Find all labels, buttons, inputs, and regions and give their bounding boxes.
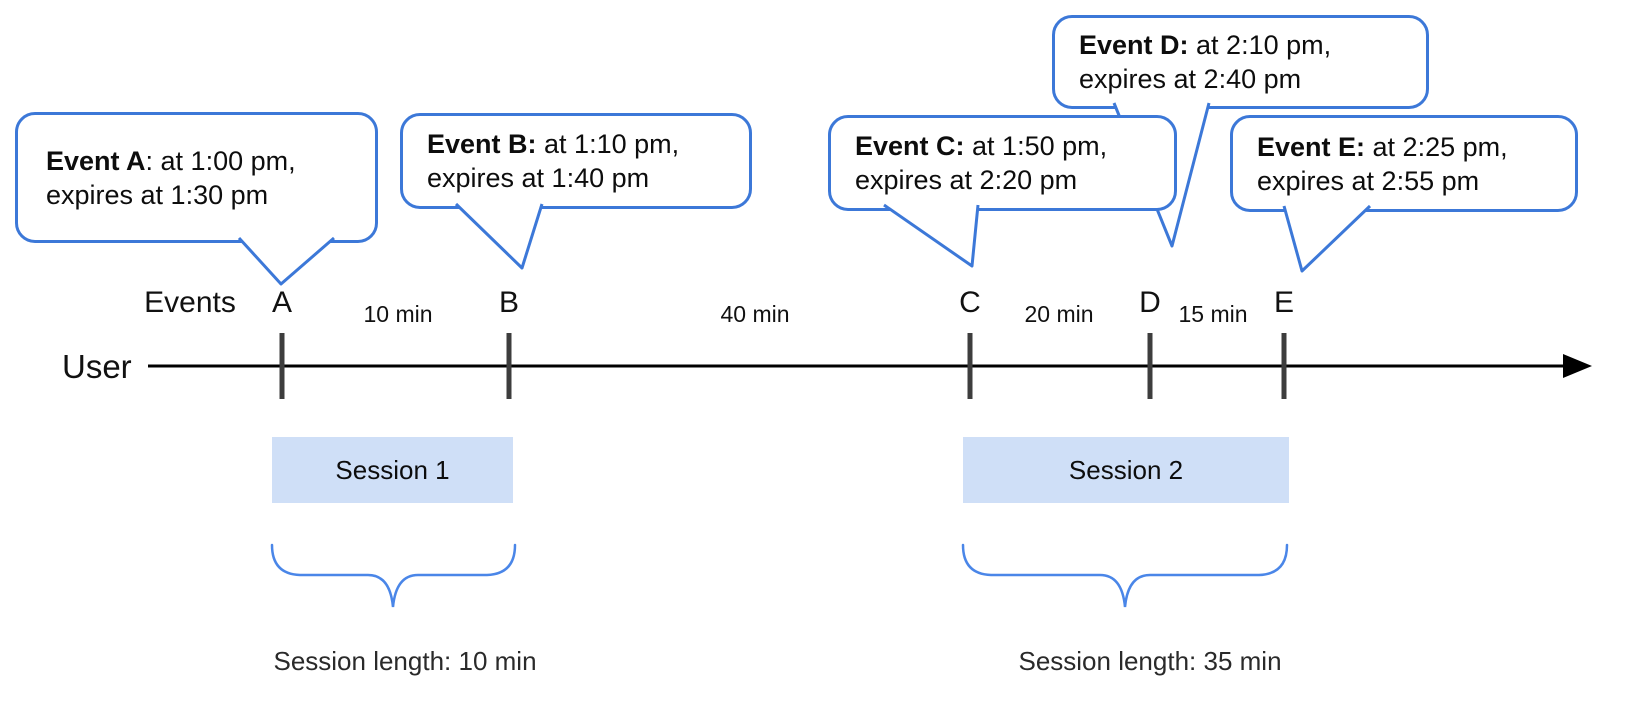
interval-label-d-e: 15 min xyxy=(1178,301,1248,327)
session-1-label: Session 1 xyxy=(335,454,450,485)
marker-label-b: B xyxy=(498,286,520,319)
callout-event-c: Event C: at 1:50 pm, expires at 2:20 pm xyxy=(828,115,1177,211)
callout-event-b-title: Event B: xyxy=(427,129,537,159)
session-2-length-caption: Session length: 35 min xyxy=(1018,646,1282,676)
callout-event-a-expiry: expires at 1:30 pm xyxy=(46,179,269,210)
session-1-length-caption: Session length: 10 min xyxy=(273,646,537,676)
session-2-label: Session 2 xyxy=(1068,454,1184,485)
user-row-label: User xyxy=(62,348,132,385)
callout-event-e-expiry: expires at 2:55 pm xyxy=(1257,165,1480,196)
marker-label-c: C xyxy=(959,286,981,319)
callout-event-e-line1: Event E: at 2:25 pm, xyxy=(1257,130,1575,164)
brace-session-1 xyxy=(270,543,517,608)
events-row-label: Events xyxy=(144,286,236,319)
marker-label-e: E xyxy=(1273,286,1295,319)
callout-event-b-expiry: expires at 1:40 pm xyxy=(427,163,650,193)
bubble-tail-a xyxy=(237,236,335,286)
callout-event-c-expiry: expires at 2:20 pm xyxy=(855,165,1078,195)
callout-event-a-time: : at 1:00 pm, xyxy=(145,145,296,176)
callout-event-c-line1: Event C: at 1:50 pm, xyxy=(855,129,1174,163)
callout-event-a-line1: Event A: at 1:00 pm, xyxy=(46,144,375,178)
marker-label-a: A xyxy=(271,286,293,319)
callout-event-b: Event B: at 1:10 pm, expires at 1:40 pm xyxy=(400,113,752,209)
callout-event-d: Event D: at 2:10 pm, expires at 2:40 pm xyxy=(1052,15,1429,109)
bubble-tail-e xyxy=(1282,204,1372,273)
callout-event-d-time: at 2:10 pm, xyxy=(1188,30,1332,60)
bubble-tail-c xyxy=(883,203,980,268)
callout-event-c-title: Event C: xyxy=(855,131,965,161)
timeline-arrowhead-icon xyxy=(1563,354,1592,378)
session-2-box: Session 2 xyxy=(963,437,1289,503)
callout-event-e-time: at 2:25 pm, xyxy=(1365,131,1508,162)
session-1-box: Session 1 xyxy=(272,437,513,503)
callout-event-e: Event E: at 2:25 pm, expires at 2:55 pm xyxy=(1230,115,1578,212)
bubble-tail-b xyxy=(454,202,544,270)
callout-event-b-line1: Event B: at 1:10 pm, xyxy=(427,127,749,161)
interval-label-b-c: 40 min xyxy=(720,301,790,327)
callout-event-c-time: at 1:50 pm, xyxy=(964,131,1108,161)
callout-event-e-title: Event E: xyxy=(1257,131,1366,162)
callout-event-d-expiry: expires at 2:40 pm xyxy=(1079,64,1302,94)
callout-event-a: Event A: at 1:00 pm, expires at 1:30 pm xyxy=(15,112,378,243)
interval-label-a-b: 10 min xyxy=(363,301,433,327)
callout-event-a-title: Event A xyxy=(46,145,146,176)
brace-session-2 xyxy=(961,543,1289,608)
callout-event-b-time: at 1:10 pm, xyxy=(536,129,680,159)
interval-label-c-d: 20 min xyxy=(1024,301,1094,327)
callout-event-d-line1: Event D: at 2:10 pm, xyxy=(1079,28,1426,62)
marker-label-d: D xyxy=(1139,286,1161,319)
callout-event-d-title: Event D: xyxy=(1079,30,1189,60)
